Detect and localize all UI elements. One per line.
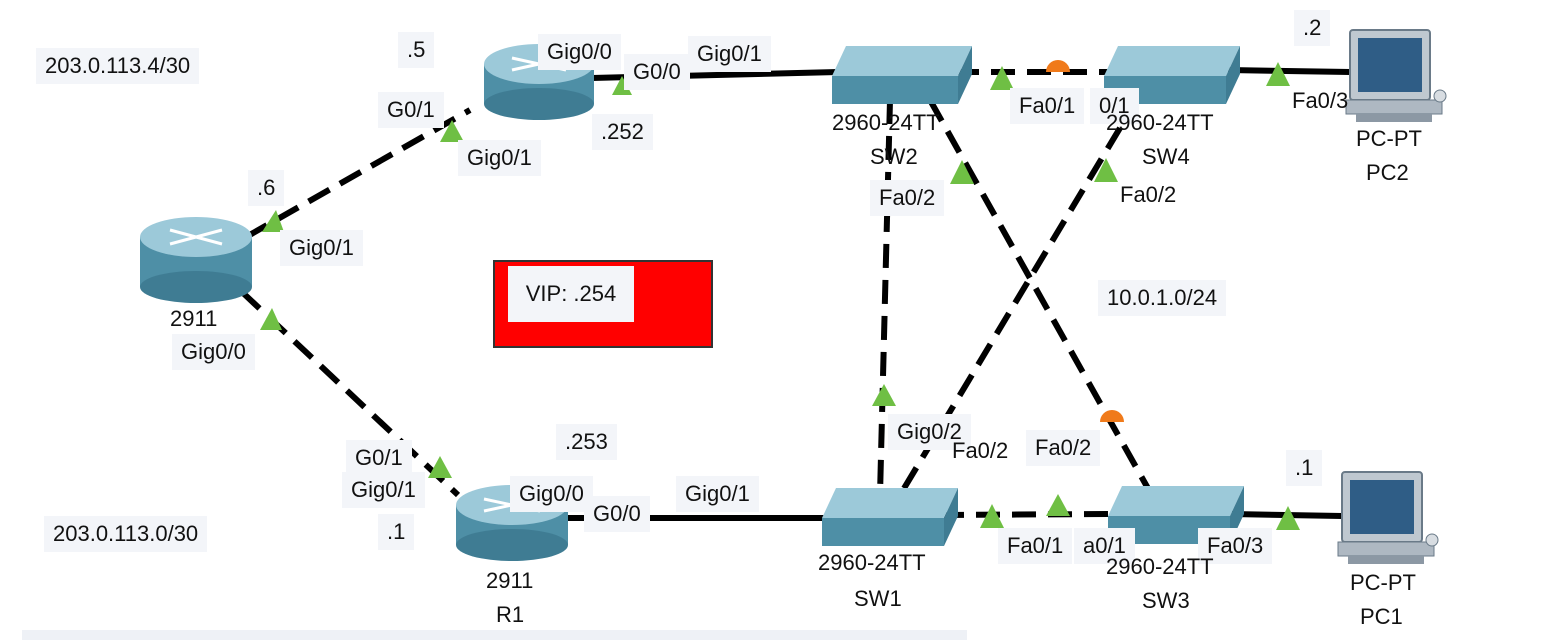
pc1-model-label: PC-PT <box>1350 570 1416 595</box>
link-isp-r2 <box>244 107 472 240</box>
r2-port-gig01: Gig0/1 <box>458 140 541 176</box>
sw1-model-label: 2960-24TT <box>818 550 926 575</box>
link-sw4-pc2 <box>1227 67 1351 75</box>
link-sw1-sw3 <box>939 511 1111 518</box>
sw2-name-label: SW2 <box>870 144 918 169</box>
sw3-port-fa01: a0/1 <box>1074 528 1135 564</box>
r2-port-g00: G0/0 <box>624 54 690 90</box>
sw4-port-fa03: Fa0/3 <box>1292 88 1349 113</box>
pc2-model-label: PC-PT <box>1356 126 1422 151</box>
port-up-sw2-fa01 <box>990 66 1014 90</box>
r2-addr-wan: .5 <box>398 32 435 68</box>
isp-model-label: 2911 <box>170 306 218 331</box>
r1-port-gig01: Gig0/1 <box>342 472 425 508</box>
sw2-port-gig01: Gig0/1 <box>688 36 771 72</box>
sw2-port-fa02: Fa0/2 <box>870 180 945 216</box>
r2-port-gig00: Gig0/0 <box>538 34 621 70</box>
subnet-lan-label: 10.0.1.0/24 <box>1098 280 1227 316</box>
port-up-sw3-fa03 <box>1276 506 1300 530</box>
r1-port-gig00: Gig0/0 <box>510 476 593 512</box>
pc1-name-label: PC1 <box>1360 604 1403 629</box>
port-up-sw1-gig01 <box>872 384 896 406</box>
pc1-addr: .1 <box>1286 450 1323 486</box>
sw4-port-fa01: 0/1 <box>1090 88 1139 124</box>
port-up-r2-g00 <box>612 76 632 95</box>
sw3-model-label: 2960-24TT <box>1106 554 1214 579</box>
r1-port-g00: G0/0 <box>584 496 650 532</box>
isp-port-gig01: Gig0/1 <box>280 230 363 266</box>
pc2-addr: .2 <box>1294 10 1331 46</box>
isp-addr-top: .6 <box>248 170 285 206</box>
r2-port-g01: G0/1 <box>378 92 444 128</box>
port-up-r1-g01 <box>428 456 452 478</box>
r1-model-label: 2911 <box>486 568 534 593</box>
r1-name-label: R1 <box>496 602 525 627</box>
sw3-port-fa03: Fa0/3 <box>1198 528 1273 564</box>
port-up-sw1-fa01 <box>980 504 1004 528</box>
sw1-port-gig02: Gig0/2 <box>888 414 971 450</box>
bottom-strip <box>22 630 967 640</box>
sw2-port-fa01: Fa0/1 <box>1010 88 1085 124</box>
sw1-port-fa01: Fa0/1 <box>998 528 1073 564</box>
r1-addr-lan: .253 <box>556 424 617 460</box>
link-sw2-sw1 <box>877 99 893 496</box>
port-up-sw3-fa01 <box>1046 494 1070 516</box>
r1-addr-wan: .1 <box>378 514 415 550</box>
sw4-name-label: SW4 <box>1142 144 1190 169</box>
port-blocked-sw4-fa01 <box>1046 60 1070 72</box>
sw1-name-label: SW1 <box>854 586 902 611</box>
port-up-isp-g00 <box>260 308 282 330</box>
port-up-isp-g01 <box>262 210 284 232</box>
sw1-port-fa02: Fa0/2 <box>952 438 1009 463</box>
subnet-top-label: 203.0.113.4/30 <box>36 48 200 84</box>
port-up-sw4-fa02 <box>1094 158 1118 182</box>
isp-port-gig00: Gig0/0 <box>172 334 255 370</box>
pc2-name-label: PC2 <box>1366 160 1409 185</box>
pc2-pc-icon[interactable] <box>1345 29 1447 122</box>
sw2-model-label: 2960-24TT <box>832 110 940 135</box>
pc1-pc-icon[interactable] <box>1337 471 1439 564</box>
vip-label: VIP: .254 <box>508 266 634 322</box>
sw3-name-label: SW3 <box>1142 588 1190 613</box>
subnet-bottom-label: 203.0.113.0/30 <box>44 516 208 552</box>
sw3-port-fa02: Fa0/2 <box>1026 430 1101 466</box>
isp-router-icon[interactable] <box>140 217 252 303</box>
sw2-switch-icon[interactable] <box>832 46 972 104</box>
port-up-sw4-fa03 <box>1266 62 1290 86</box>
sw1-switch-icon[interactable] <box>822 488 958 546</box>
r2-addr-lan: .252 <box>592 114 653 150</box>
port-blocked-sw3-fa02 <box>1100 410 1124 422</box>
link-sw2-sw3 <box>927 98 1153 494</box>
sw4-model-label: 2960-24TT <box>1106 110 1214 135</box>
sw1-port-gig01: Gig0/1 <box>676 476 759 512</box>
r1-port-g01: G0/1 <box>346 440 412 476</box>
sw4-port-fa02: Fa0/2 <box>1120 182 1177 207</box>
port-up-sw2-fa02 <box>950 160 974 184</box>
port-up-r2-g01 <box>440 120 464 142</box>
